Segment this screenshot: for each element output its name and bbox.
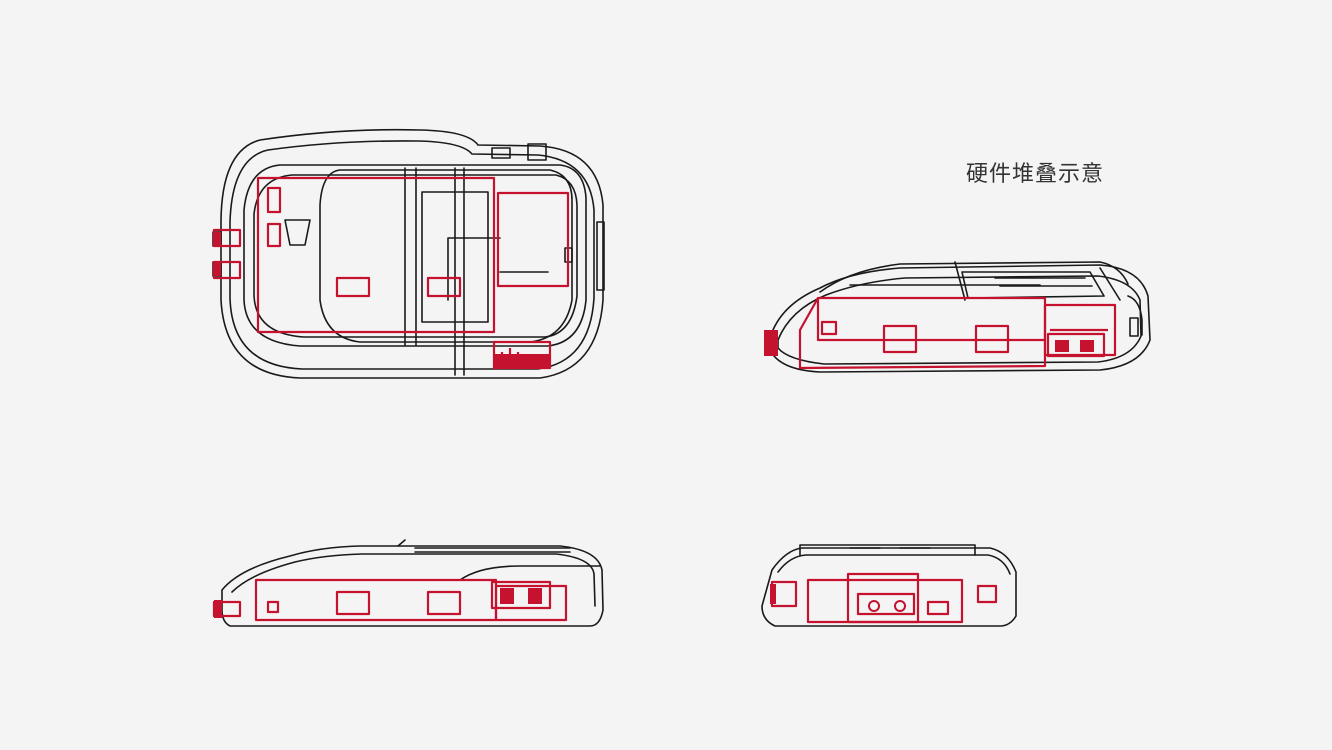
side-battery bbox=[494, 584, 568, 622]
chip-a-3d bbox=[882, 324, 918, 354]
side-view bbox=[212, 539, 604, 627]
left-connector bbox=[266, 186, 282, 214]
chip-b-3d bbox=[974, 324, 1010, 354]
end-view-components bbox=[770, 572, 998, 624]
diagram-title: 硬件堆叠示意 bbox=[966, 162, 1105, 187]
perspective-view bbox=[764, 261, 1151, 373]
end-view-outline bbox=[761, 544, 1017, 627]
top-view bbox=[212, 128, 605, 379]
main-board bbox=[256, 176, 496, 334]
left-connector-2 bbox=[266, 222, 282, 248]
battery-3d bbox=[1043, 303, 1117, 357]
perspective-outline bbox=[769, 261, 1151, 373]
battery bbox=[496, 191, 570, 288]
port-3d bbox=[1046, 332, 1106, 358]
top-view-components bbox=[212, 176, 570, 370]
chip-a bbox=[335, 276, 371, 298]
side-view-outline bbox=[221, 539, 604, 627]
end-view bbox=[761, 544, 1017, 627]
chip-b bbox=[426, 276, 462, 298]
top-view-outline bbox=[212, 128, 605, 379]
perspective-components bbox=[798, 296, 1117, 370]
